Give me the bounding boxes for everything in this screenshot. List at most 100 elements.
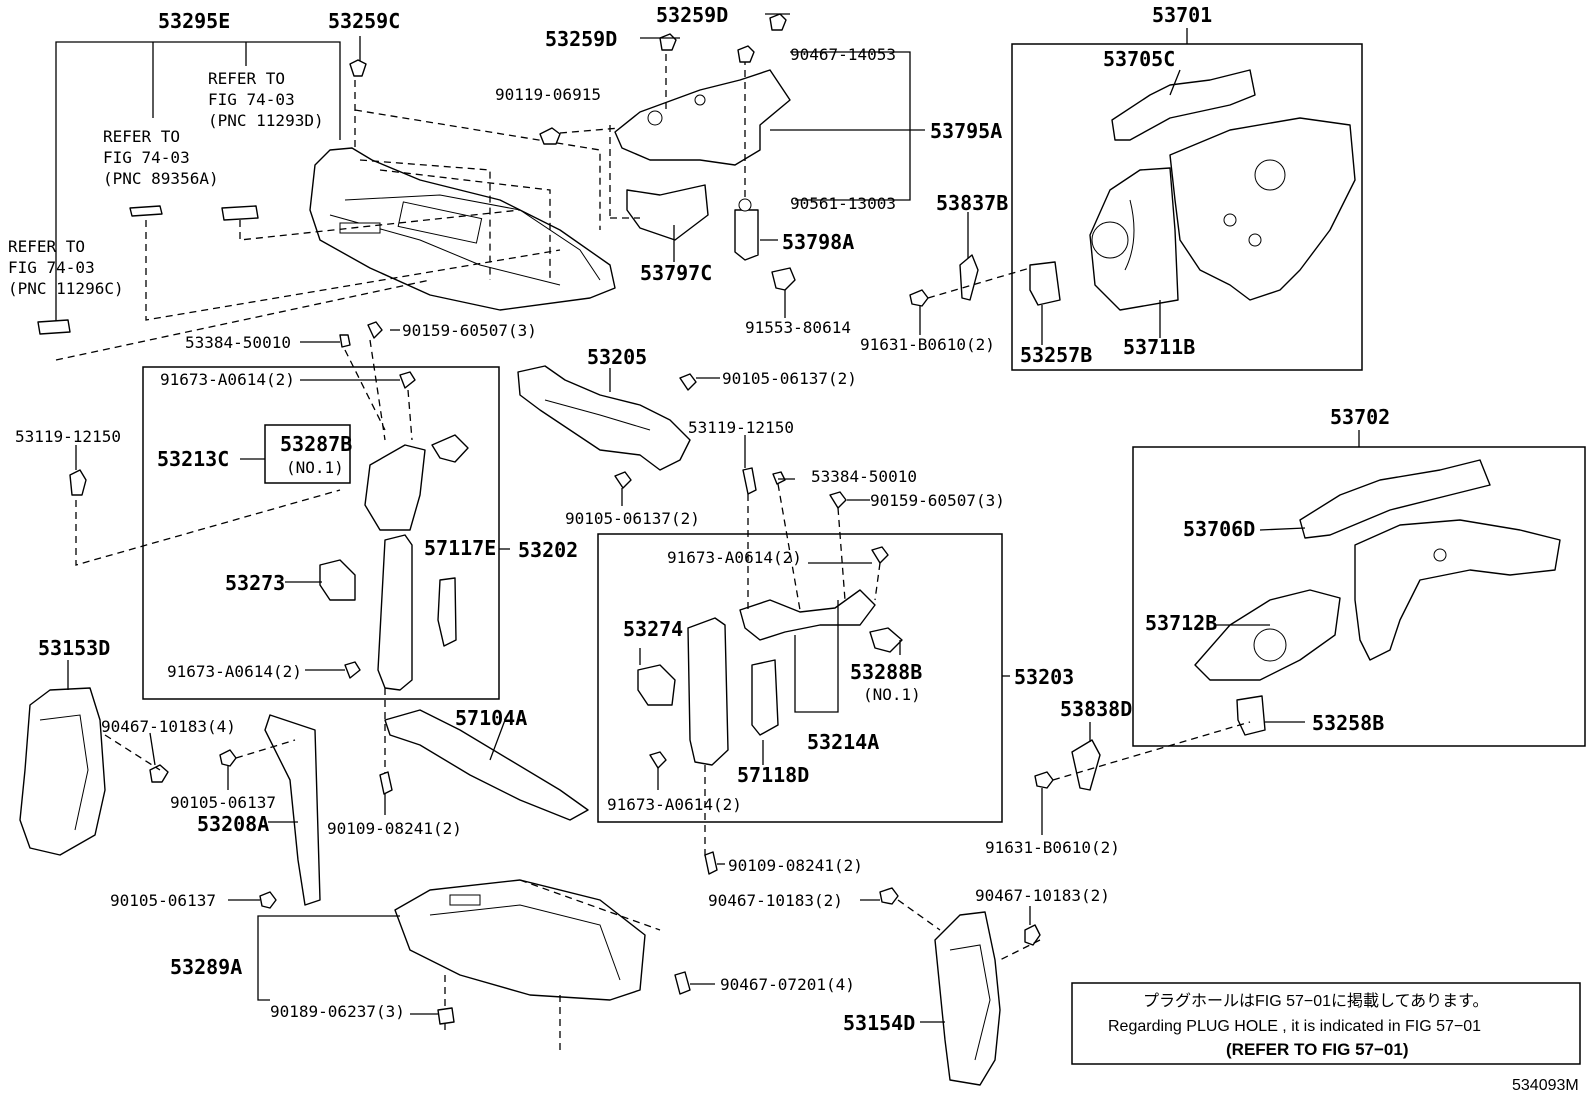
label-53289A: 53289A — [170, 955, 242, 979]
hood-lock-support-group — [539, 13, 925, 318]
label-53837B: 53837B — [936, 191, 1008, 215]
refer-a-line3: (PNC 11293D) — [208, 111, 324, 130]
label-53213C: 53213C — [157, 447, 229, 471]
bracket-53273 — [319, 559, 356, 601]
refer-a-line2: FIG 74-03 — [208, 90, 295, 109]
brace-53213C — [364, 444, 426, 531]
label-91673-A0614-c: 91673-A0614(2) — [667, 548, 802, 567]
refer-b-line2: FIG 74-03 — [103, 148, 190, 167]
label-90105-06137-c: 90105-06137 — [170, 793, 276, 812]
label-53214A: 53214A — [807, 730, 879, 754]
label-53205: 53205 — [587, 345, 647, 369]
box-53701 — [909, 28, 1363, 371]
label-53712B: 53712B — [1145, 611, 1217, 635]
refer-c-line2: FIG 74-03 — [8, 258, 95, 277]
label-90189-06237: 90189-06237(3) — [270, 1002, 405, 1021]
cover-53795A — [614, 69, 791, 166]
label-53154D: 53154D — [843, 1011, 915, 1035]
label-91631-B0610-a: 91631-B0610(2) — [860, 335, 995, 354]
engine-under-cover-53289A — [394, 879, 646, 1001]
label-57117E: 57117E — [424, 536, 496, 560]
label-53257B: 53257B — [1020, 343, 1092, 367]
label-53119-12150-b: 53119-12150 — [688, 418, 794, 437]
label-91673-A0614-a: 91673-A0614(2) — [160, 370, 295, 389]
label-57118D: 57118D — [737, 763, 809, 787]
label-53258B: 53258B — [1312, 711, 1384, 735]
label-53797C: 53797C — [640, 261, 712, 285]
label-90467-10183-4: 90467-10183(4) — [101, 717, 236, 736]
bracket-53837B — [959, 254, 979, 301]
label-53295E: 53295E — [158, 9, 230, 33]
label-53288B: 53288B — [850, 660, 922, 684]
label-90467-10183-2a: 90467-10183(2) — [708, 891, 843, 910]
label-53287B: 53287B — [280, 432, 352, 456]
brace-53214A — [739, 589, 876, 641]
label-53202: 53202 — [518, 538, 578, 562]
label-90105-06137-2b: 90105-06137(2) — [565, 509, 700, 528]
radiator-support-upper-53205 — [517, 365, 720, 506]
label-53259D: 53259D — [545, 27, 617, 51]
bracket-53258B — [1236, 695, 1266, 736]
label-90119-06915: 90119-06915 — [495, 85, 601, 104]
box-53203 — [597, 435, 1010, 860]
label-53701: 53701 — [1152, 3, 1212, 27]
label-53384-50010-b: 53384-50010 — [811, 467, 917, 486]
notice-english: Regarding PLUG HOLE , it is indicated in… — [1108, 1018, 1481, 1035]
notice-japanese: プラグホールはFIG 57−01に掲載してあります。 — [1143, 992, 1489, 1010]
label-53208A: 53208A — [197, 812, 269, 836]
apron-upper-53705C — [1111, 69, 1256, 141]
label-53711B: 53711B — [1123, 335, 1195, 359]
bracket-53257B — [1029, 261, 1061, 306]
box-53702 — [1132, 430, 1586, 747]
label-53706D: 53706D — [1183, 517, 1255, 541]
label-53702: 53702 — [1330, 405, 1390, 429]
lower-center-group — [257, 851, 725, 1050]
label-90109-08241-a: 90109-08241(2) — [327, 819, 462, 838]
refer-c-line3: (PNC 11296C) — [8, 279, 124, 298]
label-90467-14053: 90467-14053 — [790, 45, 896, 64]
label-53259C: 53259C — [328, 9, 400, 33]
refer-b-line3: (PNC 89356A) — [103, 169, 219, 188]
refer-c-line1: REFER TO — [8, 237, 85, 256]
label-53838D: 53838D — [1060, 697, 1132, 721]
label-91553-80614: 91553-80614 — [745, 318, 851, 337]
label-53795A: 53795A — [930, 119, 1002, 143]
label-90105-06137-d: 90105-06137 — [110, 891, 216, 910]
lower-left-group — [19, 660, 589, 909]
cover-57104A — [384, 709, 589, 821]
support-53274-side — [687, 617, 729, 766]
figure-code: 534093M — [1512, 1077, 1579, 1094]
label-90467-07201: 90467-07201(4) — [720, 975, 855, 994]
support-57117E — [377, 534, 413, 691]
cowl-top-group — [37, 36, 616, 361]
seal-53154D — [934, 911, 1001, 1086]
notice-refer: (REFER TO FIG 57−01) — [1226, 1040, 1408, 1059]
label-90105-06137-2a: 90105-06137(2) — [722, 369, 857, 388]
label-no1-b: (NO.1) — [863, 685, 921, 704]
label-91673-A0614-b: 91673-A0614(2) — [167, 662, 302, 681]
label-90561-13003: 90561-13003 — [790, 194, 896, 213]
label-91631-B0610-b: 91631-B0610(2) — [985, 838, 1120, 857]
label-90109-08241-b: 90109-08241(2) — [728, 856, 863, 875]
apron-upper-53706D — [1299, 459, 1491, 539]
lower-right-group — [860, 887, 1041, 1086]
label-53153D: 53153D — [38, 636, 110, 660]
label-no1-a: (NO.1) — [286, 458, 344, 477]
label-90159-60507-a: 90159-60507(3) — [402, 321, 537, 340]
label-90159-60507-b: 90159-60507(3) — [870, 491, 1005, 510]
refer-b-line1: REFER TO — [103, 127, 180, 146]
box-53202 — [69, 321, 510, 780]
label-53705C: 53705C — [1103, 47, 1175, 71]
part-labels: 53295E 53259C 53259D 53259D 90467-14053 … — [8, 3, 1579, 1094]
label-90467-10183-2b: 90467-10183(2) — [975, 886, 1110, 905]
seal-53153D — [19, 687, 106, 856]
bracket-53274 — [637, 664, 676, 706]
bracket-53838D — [1071, 739, 1101, 791]
refer-a-line1: REFER TO — [208, 69, 285, 88]
label-57104A: 57104A — [455, 706, 527, 730]
label-53273: 53273 — [225, 571, 285, 595]
label-53203: 53203 — [1014, 665, 1074, 689]
label-91673-A0614-d: 91673-A0614(2) — [607, 795, 742, 814]
label-53384-50010-a: 53384-50010 — [185, 333, 291, 352]
